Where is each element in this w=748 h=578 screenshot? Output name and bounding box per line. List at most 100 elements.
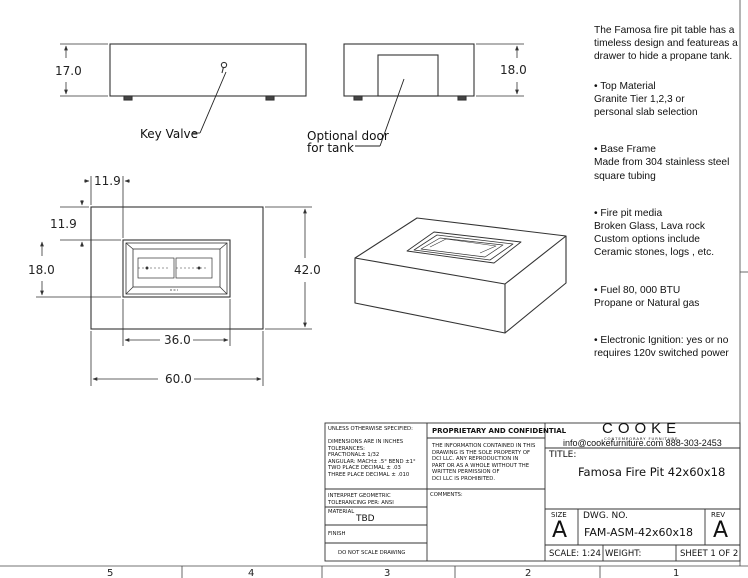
unless-specified-label: UNLESS OTHERWISE SPECIFIED: bbox=[328, 426, 413, 432]
company-logo: COOKE bbox=[602, 420, 682, 437]
front-foot-left bbox=[123, 95, 133, 101]
optional-door-callout-line1: Optional door bbox=[307, 129, 389, 143]
isometric-view bbox=[354, 217, 567, 334]
optional-door-callout-line2: for tank bbox=[307, 141, 354, 155]
spec-line: • Electronic Ignition: yes or no bbox=[594, 335, 729, 347]
proprietary-line: DCI LLC. ANY REPRODUCTION IN bbox=[432, 456, 519, 462]
iso-front-face bbox=[354, 258, 506, 334]
sheet-label: SHEET 1 OF 2 bbox=[680, 549, 739, 559]
tolerance-line: THREE PLACE DECIMAL ± .010 bbox=[328, 471, 410, 478]
intro-line: drawer to hide a propane tank. bbox=[594, 51, 733, 63]
offset-horizontal-dim: 11.9 bbox=[94, 174, 121, 188]
interpret-line: INTERPRET GEOMETRIC bbox=[328, 493, 391, 499]
tolerance-line: ANGULAR: MACH± .5° BEND ±1° bbox=[328, 458, 416, 465]
material-value: TBD bbox=[356, 514, 375, 524]
iso-burner-pan bbox=[420, 237, 504, 258]
finish-label: FINISH bbox=[328, 531, 346, 537]
spec-fire-pit-media: • Fire pit media Broken Glass, Lava rock… bbox=[594, 207, 744, 260]
zone-number-1: 1 bbox=[673, 568, 679, 578]
iso-burner-tray bbox=[429, 238, 497, 254]
proprietary-notice: THE INFORMATION CONTAINED IN THIS DRAWIN… bbox=[432, 443, 535, 482]
size-label: SIZE bbox=[551, 511, 567, 519]
dwg-no-value: FAM-ASM-42x60x18 bbox=[584, 526, 694, 539]
overall-depth-dim: 42.0 bbox=[294, 263, 321, 277]
tolerance-line: TOLERANCES: bbox=[328, 445, 365, 452]
company-contact: info@cookefurniture.com 888-303-2453 bbox=[563, 438, 722, 448]
optional-door-leader bbox=[379, 78, 405, 147]
interpret-line: TOLERANCING PER: ANSI bbox=[328, 499, 394, 506]
front-view-outline bbox=[109, 43, 307, 97]
side-height-dim: 18.0 bbox=[500, 63, 527, 77]
proprietary-line: PART OR AS A WHOLE WITHOUT THE bbox=[432, 462, 530, 469]
do-not-scale-note: DO NOT SCALE DRAWING bbox=[338, 550, 406, 556]
material-label: MATERIAL bbox=[328, 509, 355, 515]
tolerance-line: DIMENSIONS ARE IN INCHES bbox=[328, 439, 404, 445]
front-view bbox=[60, 43, 307, 134]
side-foot-left bbox=[353, 95, 363, 101]
spec-electronic-ignition: • Electronic Ignition: yes or no require… bbox=[594, 334, 744, 360]
spec-line: • Fire pit media bbox=[594, 207, 663, 219]
rev-label: REV bbox=[711, 511, 726, 519]
spec-base-frame: • Base Frame Made from 304 stainless ste… bbox=[594, 143, 744, 183]
iso-burner-outer bbox=[406, 231, 522, 264]
spec-line: Custom options include bbox=[594, 234, 700, 246]
overall-width-dim: 60.0 bbox=[165, 372, 192, 386]
top-view bbox=[36, 176, 312, 386]
spec-line: • Base Frame bbox=[594, 144, 656, 156]
scale-label: SCALE: 1:24 bbox=[549, 549, 601, 559]
key-valve-callout: Key Valve bbox=[140, 127, 198, 141]
front-height-dim: 17.0 bbox=[55, 64, 82, 78]
key-valve-stem bbox=[221, 66, 225, 74]
spec-top-material: • Top Material Granite Tier 1,2,3 or per… bbox=[594, 80, 744, 120]
offset-vertical-dim: 11.9 bbox=[50, 217, 77, 231]
proprietary-line: THE INFORMATION CONTAINED IN THIS bbox=[432, 443, 536, 449]
title-label: TITLE: bbox=[549, 450, 577, 460]
spec-line: Made from 304 stainless steel bbox=[594, 157, 730, 169]
key-valve-symbol bbox=[220, 61, 228, 69]
title-block-grid bbox=[324, 422, 741, 562]
tolerance-notes: DIMENSIONS ARE IN INCHES TOLERANCES: FRA… bbox=[328, 439, 416, 478]
spec-line: requires 120v switched power bbox=[594, 348, 729, 360]
comments-label: COMMENTS: bbox=[430, 492, 463, 498]
weight-label: WEIGHT: bbox=[605, 549, 642, 559]
side-view bbox=[343, 43, 524, 147]
zone-number-4: 4 bbox=[248, 568, 254, 578]
iso-side-face bbox=[504, 236, 567, 334]
burner-width-dim: 36.0 bbox=[164, 333, 191, 347]
tank-door-outline bbox=[377, 54, 439, 97]
front-foot-right bbox=[265, 95, 275, 101]
key-valve-leader bbox=[199, 71, 227, 134]
side-view-outline bbox=[343, 43, 475, 97]
iso-top-face bbox=[354, 217, 567, 285]
top-view-outline bbox=[90, 206, 264, 330]
rev-value: A bbox=[713, 518, 729, 543]
spec-line: square tubing bbox=[594, 170, 656, 182]
burner-bezel bbox=[125, 242, 228, 295]
dwg-no-label: DWG. NO. bbox=[583, 511, 628, 521]
burner-pan bbox=[132, 248, 221, 288]
spec-line: Propane or Natural gas bbox=[594, 297, 700, 309]
zone-number-5: 5 bbox=[107, 568, 113, 578]
intro-line: The Famosa fire pit table has a bbox=[594, 25, 735, 36]
iso-burner-inner bbox=[413, 234, 514, 261]
zone-number-3: 3 bbox=[384, 568, 390, 578]
side-foot-right bbox=[457, 95, 467, 101]
spec-fuel: • Fuel 80, 000 BTU Propane or Natural ga… bbox=[594, 284, 744, 310]
zone-number-2: 2 bbox=[525, 568, 531, 578]
proprietary-title: PROPRIETARY AND CONFIDENTIAL bbox=[432, 427, 567, 435]
spec-notes: The Famosa fire pit table has a timeless… bbox=[594, 24, 744, 384]
spec-line: personal slab selection bbox=[594, 107, 698, 119]
tolerance-line: FRACTIONAL± 1/32 bbox=[328, 452, 380, 458]
spec-line: Broken Glass, Lava rock bbox=[594, 221, 705, 233]
spec-line: Ceramic stones, logs , etc. bbox=[594, 247, 715, 259]
burner-height-dim: 18.0 bbox=[28, 263, 55, 277]
spec-line: • Fuel 80, 000 BTU bbox=[594, 284, 681, 296]
proprietary-line: WRITTEN PERMISSION OF bbox=[432, 469, 500, 475]
spec-line: Granite Tier 1,2,3 or bbox=[594, 93, 685, 105]
proprietary-line: DCI LLC IS PROHIBITED. bbox=[432, 475, 496, 482]
size-value: A bbox=[552, 518, 568, 543]
interpret-tolerancing: INTERPRET GEOMETRIC TOLERANCING PER: ANS… bbox=[328, 493, 394, 506]
drawing-title: Famosa Fire Pit 42x60x18 bbox=[578, 465, 726, 479]
burner-outer bbox=[122, 239, 231, 298]
